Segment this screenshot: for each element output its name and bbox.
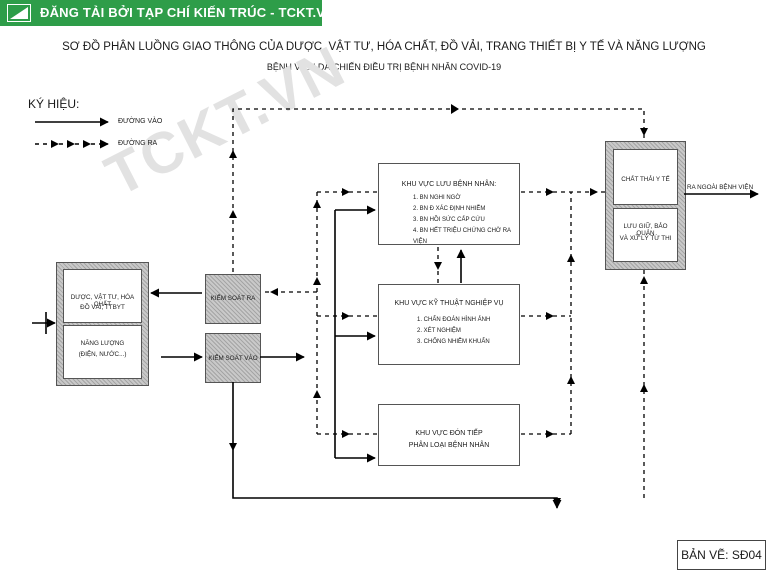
top-return-path xyxy=(232,108,645,272)
technical-zone: KHU VỰC KỸ THUẬT NGHIỆP VỤ 1. CHẨN ĐOÁN … xyxy=(378,284,520,365)
legend-out-markers xyxy=(51,140,91,148)
supply-materials-box: DƯỢC, VẬT TƯ, HÓA CHẤT ĐỒ VẢI, TTBYT xyxy=(63,269,142,323)
patient-storage-item: 3. BN HỒI SỨC CẤP CỨU xyxy=(413,217,485,223)
reception-zone-title-line2: PHÂN LOẠI BỆNH NHÂN xyxy=(408,442,490,449)
publisher-logo-icon xyxy=(7,4,31,22)
supply-energy-box: NĂNG LƯỢNG (ĐIỆN, NƯỚC...) xyxy=(63,325,142,379)
legend-in-label: ĐƯỜNG VÀO xyxy=(118,118,163,125)
patient-storage-title: KHU VỰC LƯU BỆNH NHÂN: xyxy=(401,181,497,188)
technical-zone-item: 3. CHỐNG NHIỄM KHUẨN xyxy=(417,339,490,345)
banner-text: ĐĂNG TẢI BỞI TẠP CHÍ KIẾN TRÚC - TCKT.VN xyxy=(40,5,335,20)
patient-storage-item: 2. BN Đ XÁC ĐỊNH NHIỄM xyxy=(413,206,486,212)
waste-block: CHẤT THẢI Y TẾ LƯU GIỮ, BẢO QUẢN VÀ XỬ L… xyxy=(605,141,686,270)
supply-materials-line1: DƯỢC, VẬT TƯ, HÓA CHẤT xyxy=(70,294,135,308)
legend-title: KÝ HIỆU: xyxy=(28,97,80,111)
publisher-banner: ĐĂNG TẢI BỞI TẠP CHÍ KIẾN TRÚC - TCKT.VN xyxy=(0,0,335,26)
supply-energy-line2: (ĐIỆN, NƯỚC...) xyxy=(78,351,127,358)
entry-control-box: KIỂM SOÁT VÀO xyxy=(205,333,261,383)
entry-to-waste-path xyxy=(232,382,562,509)
technical-zone-item: 2. XÉT NGHIỆM xyxy=(417,328,461,334)
exit-control-box: KIỂM SOÁT RA xyxy=(205,274,261,324)
morgue-line1: LƯU GIỮ, BẢO QUẢN xyxy=(623,223,668,237)
exit-control-label: KIỂM SOÁT RA xyxy=(210,295,256,302)
legend-out-label: ĐƯỜNG RA xyxy=(118,140,158,147)
diagram-subtitle: BỆNH VIỆN DÃ CHIẾN ĐIỀU TRỊ BỆNH NHÂN CO… xyxy=(266,62,502,72)
medical-waste-box: CHẤT THẢI Y TẾ xyxy=(613,149,678,205)
reception-zone-title-line1: KHU VỰC ĐÓN TIẾP xyxy=(415,430,483,437)
patient-storage-item: 1. BN NGHI NGỜ xyxy=(413,195,461,201)
technical-zone-title: KHU VỰC KỸ THUẬT NGHIỆP VỤ xyxy=(394,300,504,307)
reception-zone: KHU VỰC ĐÓN TIẾP PHÂN LOẠI BỆNH NHÂN xyxy=(378,404,520,466)
supply-block: DƯỢC, VẬT TƯ, HÓA CHẤT ĐỒ VẢI, TTBYT NĂN… xyxy=(56,262,149,386)
morgue-box: LƯU GIỮ, BẢO QUẢN VÀ XỬ LÝ TỪ THI xyxy=(613,208,678,262)
diagram-title: SƠ ĐỒ PHÂN LUỒNG GIAO THÔNG CỦA DƯỢC, VẬ… xyxy=(62,41,706,53)
exit-hospital-label: RA NGOÀI BỆNH VIỆN xyxy=(687,184,754,191)
entry-control-label: KIỂM SOÁT VÀO xyxy=(208,355,258,362)
flow-arrowheads xyxy=(229,104,648,506)
patient-storage-item: 4. BN HẾT TRIỆU CHỨNG CHỜ RA VIỆN xyxy=(413,228,511,245)
morgue-line2: VÀ XỬ LÝ TỪ THI xyxy=(619,235,672,242)
medical-waste-label: CHẤT THẢI Y TẾ xyxy=(621,176,670,183)
technical-zone-item: 1. CHẨN ĐOÁN HÌNH ẢNH xyxy=(417,317,491,323)
drawing-number: BẢN VẼ: SĐ04 xyxy=(677,540,766,570)
supply-materials-line2: ĐỒ VẢI, TTBYT xyxy=(80,304,125,311)
supply-energy-line1: NĂNG LƯỢNG xyxy=(80,340,125,347)
patient-storage-zone: KHU VỰC LƯU BỆNH NHÂN: 1. BN NGHI NGỜ 2.… xyxy=(378,163,520,245)
